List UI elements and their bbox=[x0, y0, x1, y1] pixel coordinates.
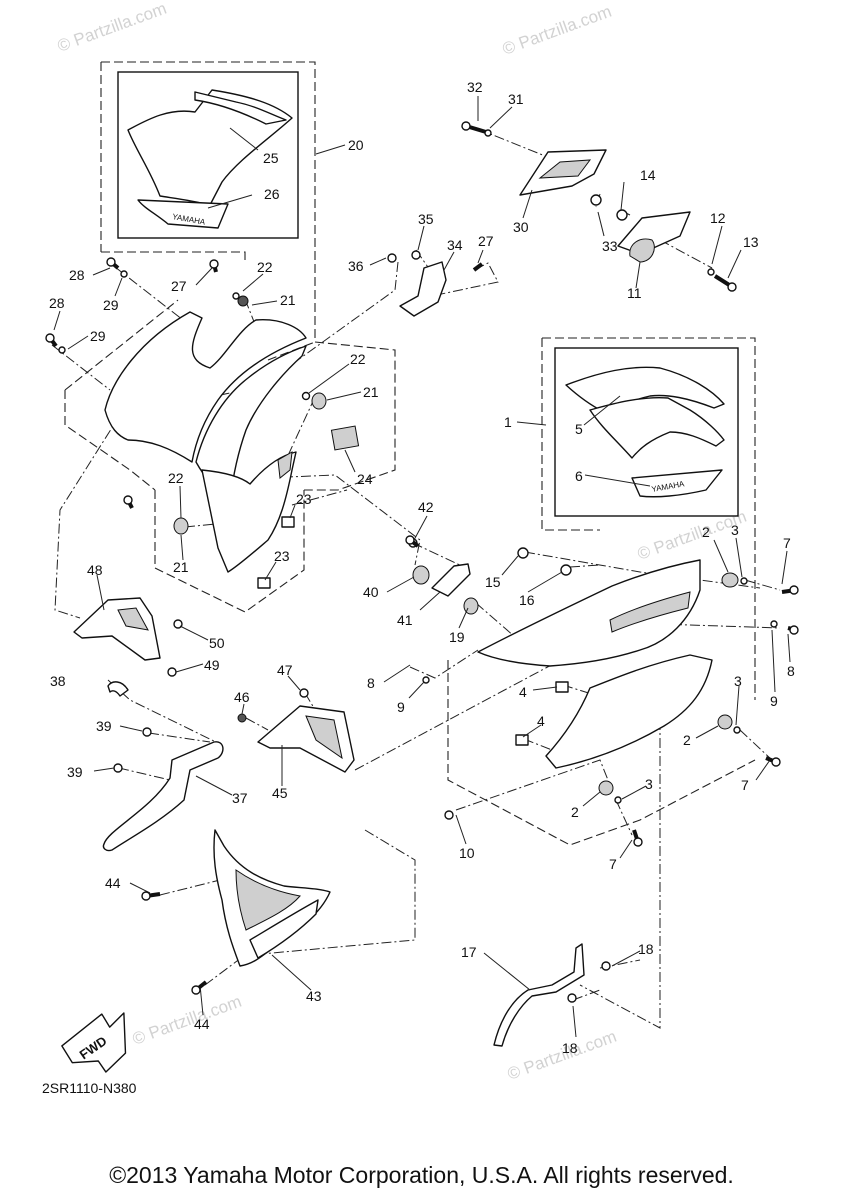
callout-26: 26 bbox=[264, 186, 280, 202]
watermark-text: © Partzilla.com bbox=[55, 0, 169, 56]
callout-2: 2 bbox=[683, 732, 691, 748]
callout-4: 4 bbox=[519, 684, 527, 700]
callout-37: 37 bbox=[232, 790, 248, 806]
callout-1: 1 bbox=[504, 414, 512, 430]
callout-40: 40 bbox=[363, 584, 379, 600]
callout-9: 9 bbox=[397, 699, 405, 715]
grommet-33 bbox=[590, 194, 602, 206]
callout-6: 6 bbox=[575, 468, 583, 484]
callout-47: 47 bbox=[277, 662, 293, 678]
callout-12: 12 bbox=[710, 210, 726, 226]
callout-39: 39 bbox=[96, 718, 112, 734]
callout-17: 17 bbox=[461, 944, 477, 960]
callout-5: 5 bbox=[575, 421, 583, 437]
callout-11: 11 bbox=[627, 285, 642, 301]
callout-46: 46 bbox=[234, 689, 250, 705]
callout-23: 23 bbox=[296, 491, 312, 507]
callout-4: 4 bbox=[537, 713, 545, 729]
callout-22: 22 bbox=[257, 259, 273, 275]
callout-21: 21 bbox=[363, 384, 379, 400]
callout-7: 7 bbox=[741, 777, 749, 793]
callout-2: 2 bbox=[702, 524, 710, 540]
bracket-34 bbox=[387, 250, 447, 317]
fwd-arrow: FWD bbox=[61, 1012, 127, 1073]
callout-33: 33 bbox=[602, 238, 618, 254]
callout-16: 16 bbox=[519, 592, 535, 608]
dampers bbox=[422, 572, 778, 804]
fasteners bbox=[45, 121, 799, 995]
inner-cover-45 bbox=[237, 688, 355, 773]
side-cowling-panel bbox=[477, 547, 713, 769]
callout-31: 31 bbox=[508, 91, 524, 107]
callout-21: 21 bbox=[280, 292, 296, 308]
callout-29: 29 bbox=[90, 328, 106, 344]
callout-15: 15 bbox=[485, 574, 501, 590]
watermark-text: © Partzilla.com bbox=[130, 992, 244, 1049]
decal-set-20-box: YAMAHA bbox=[117, 71, 299, 239]
leader-lines bbox=[53, 96, 791, 1038]
callout-8: 8 bbox=[787, 663, 795, 679]
callout-36: 36 bbox=[348, 258, 364, 274]
callout-38: 38 bbox=[50, 673, 66, 689]
callout-22: 22 bbox=[168, 470, 184, 486]
callout-2: 2 bbox=[571, 804, 579, 820]
part-11 bbox=[616, 209, 691, 263]
upper-cowling bbox=[104, 292, 360, 573]
callout-22: 22 bbox=[350, 351, 366, 367]
callout-25: 25 bbox=[263, 150, 279, 166]
callout-27: 27 bbox=[478, 233, 494, 249]
diagram-code: 2SR1110-N380 bbox=[42, 1080, 137, 1096]
callout-49: 49 bbox=[204, 657, 220, 673]
block-24 bbox=[330, 425, 360, 451]
bracket-17 bbox=[493, 943, 611, 1047]
callout-7: 7 bbox=[609, 856, 617, 872]
callout-7: 7 bbox=[783, 535, 791, 551]
callout-48: 48 bbox=[87, 562, 103, 578]
callout-24: 24 bbox=[357, 471, 373, 487]
callout-3: 3 bbox=[731, 522, 739, 538]
callout-27: 27 bbox=[171, 278, 187, 294]
callout-39: 39 bbox=[67, 764, 83, 780]
stay-41 bbox=[408, 538, 479, 615]
callout-44: 44 bbox=[105, 875, 121, 891]
callout-35: 35 bbox=[418, 211, 434, 227]
callout-45: 45 bbox=[272, 785, 288, 801]
callout-41: 41 bbox=[397, 612, 413, 628]
callout-44: 44 bbox=[194, 1016, 210, 1032]
grommets bbox=[173, 391, 327, 589]
callout-10: 10 bbox=[459, 845, 475, 861]
callout-34: 34 bbox=[447, 237, 463, 253]
callout-3: 3 bbox=[645, 776, 653, 792]
callout-labels: 32 31 20 25 26 14 30 33 12 13 11 35 34 2… bbox=[49, 79, 795, 1056]
assembly-outlines bbox=[64, 61, 756, 846]
lower-cowling-43 bbox=[213, 829, 331, 967]
callout-30: 30 bbox=[513, 219, 529, 235]
callout-23: 23 bbox=[274, 548, 290, 564]
part-30 bbox=[519, 149, 607, 206]
callout-19: 19 bbox=[449, 629, 465, 645]
callout-13: 13 bbox=[743, 234, 759, 250]
callout-3: 3 bbox=[734, 673, 742, 689]
watermark-text: © Partzilla.com bbox=[500, 2, 614, 59]
callout-9: 9 bbox=[770, 693, 778, 709]
stay-37 bbox=[102, 681, 224, 852]
callout-29: 29 bbox=[103, 297, 119, 313]
callout-21: 21 bbox=[173, 559, 189, 575]
callout-32: 32 bbox=[467, 79, 483, 95]
decal-set-1-box: YAMAHA bbox=[554, 347, 739, 517]
callout-43: 43 bbox=[306, 988, 322, 1004]
copyright-notice: ©2013 Yamaha Motor Corporation, U.S.A. A… bbox=[109, 1162, 734, 1188]
callout-20: 20 bbox=[348, 137, 364, 153]
callout-14: 14 bbox=[640, 167, 656, 183]
callout-42: 42 bbox=[418, 499, 434, 515]
callout-28: 28 bbox=[49, 295, 65, 311]
callout-18: 18 bbox=[638, 941, 654, 957]
bracket-48 bbox=[73, 597, 183, 661]
callout-18: 18 bbox=[562, 1040, 578, 1056]
callout-50: 50 bbox=[209, 635, 225, 651]
callout-8: 8 bbox=[367, 675, 375, 691]
callout-28: 28 bbox=[69, 267, 85, 283]
